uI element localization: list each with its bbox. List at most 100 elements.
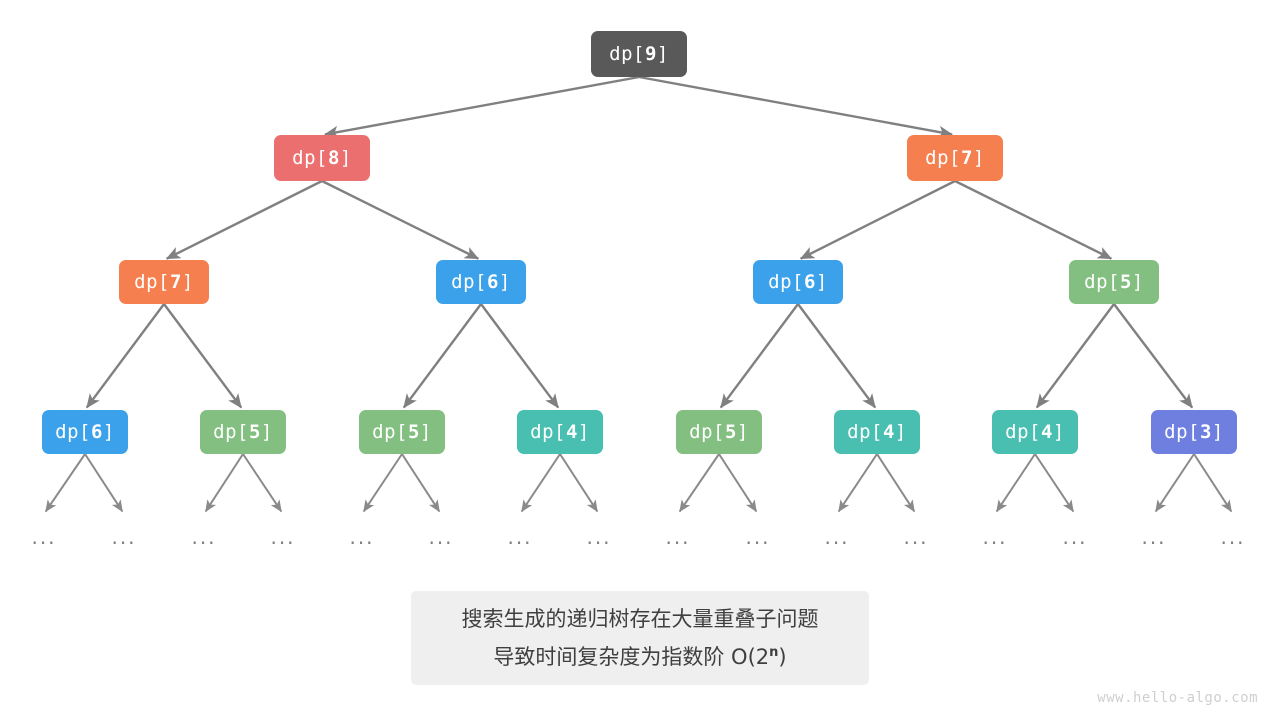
caption-line-1: 搜索生成的递归树存在大量重叠子问题 <box>461 607 819 631</box>
node-label-suffix: ] <box>1211 421 1224 443</box>
node-label-suffix: ] <box>894 421 907 443</box>
ellipsis-marker: ... <box>31 525 57 549</box>
tree-edge <box>480 303 560 409</box>
tree-node-dp5: dp[5] <box>359 410 445 454</box>
node-label-prefix: dp[ <box>530 421 566 443</box>
ellipsis-marker: ... <box>111 525 137 549</box>
node-label-value: 7 <box>960 147 973 169</box>
caption-box: 搜索生成的递归树存在大量重叠子问题 导致时间复杂度为指数阶 O(2n) <box>411 591 869 685</box>
node-label-value: 5 <box>1119 271 1132 293</box>
leaf-edge <box>837 453 878 513</box>
node-label-prefix: dp[ <box>213 421 249 443</box>
leaf-edge <box>1034 453 1075 513</box>
node-label-prefix: dp[ <box>372 421 408 443</box>
ellipsis-marker: ... <box>270 525 296 549</box>
node-label-suffix: ] <box>181 271 194 293</box>
node-label-prefix: dp[ <box>292 147 328 169</box>
node-label-value: 7 <box>169 271 182 293</box>
leaf-edge <box>242 453 283 513</box>
tree-edge <box>321 179 480 260</box>
node-label-value: 8 <box>327 147 340 169</box>
tree-node-dp5: dp[5] <box>1069 260 1159 304</box>
node-label-prefix: dp[ <box>689 421 725 443</box>
node-label-suffix: ] <box>260 421 273 443</box>
tree-node-dp4: dp[4] <box>992 410 1078 454</box>
node-label-prefix: dp[ <box>925 147 961 169</box>
tree-edge <box>638 75 953 139</box>
node-label-value: 4 <box>882 421 895 443</box>
tree-edge <box>85 303 165 409</box>
tree-node-dp3: dp[3] <box>1151 410 1237 454</box>
node-label-prefix: dp[ <box>768 271 804 293</box>
tree-node-dp7: dp[7] <box>119 260 209 304</box>
tree-edge <box>163 303 243 409</box>
node-label-value: 9 <box>644 43 657 65</box>
node-label-prefix: dp[ <box>1084 271 1120 293</box>
node-label-value: 6 <box>803 271 816 293</box>
tree-edge <box>799 179 956 260</box>
tree-edge <box>1113 303 1194 409</box>
tree-node-dp7: dp[7] <box>907 135 1003 181</box>
node-label-suffix: ] <box>339 147 352 169</box>
leaf-edge <box>44 453 86 513</box>
node-label-suffix: ] <box>1052 421 1065 443</box>
node-label-suffix: ] <box>102 421 115 443</box>
tree-edge <box>1035 303 1115 409</box>
ellipsis-marker: ... <box>745 525 771 549</box>
tree-node-dp8: dp[8] <box>274 135 370 181</box>
tree-node-dp5: dp[5] <box>200 410 286 454</box>
ellipsis-marker: ... <box>982 525 1008 549</box>
node-label-suffix: ] <box>815 271 828 293</box>
node-label-prefix: dp[ <box>609 43 645 65</box>
ellipsis-marker: ... <box>586 525 612 549</box>
tree-edge <box>324 75 640 139</box>
leaf-edge <box>401 453 441 513</box>
node-label-value: 5 <box>248 421 261 443</box>
node-label-suffix: ] <box>972 147 985 169</box>
tree-node-dp5: dp[5] <box>676 410 762 454</box>
caption-exponent: n <box>769 645 779 660</box>
leaf-edge <box>520 453 561 513</box>
leaf-edge <box>1154 453 1195 513</box>
leaf-edge <box>204 453 244 513</box>
ellipsis-marker: ... <box>824 525 850 549</box>
node-label-suffix: ] <box>1131 271 1144 293</box>
ellipsis-marker: ... <box>507 525 533 549</box>
node-label-prefix: dp[ <box>451 271 487 293</box>
node-label-value: 4 <box>565 421 578 443</box>
ellipsis-marker: ... <box>349 525 375 549</box>
leaf-edge <box>84 453 124 513</box>
ellipsis-marker: ... <box>191 525 217 549</box>
tree-edge <box>954 179 1113 260</box>
node-label-prefix: dp[ <box>1005 421 1041 443</box>
leaf-edge <box>678 453 720 513</box>
ellipsis-marker: ... <box>428 525 454 549</box>
caption-line-2-close: ) <box>778 645 787 669</box>
node-label-suffix: ] <box>656 43 669 65</box>
leaf-edge <box>995 453 1036 513</box>
leaf-edge <box>1193 453 1233 513</box>
tree-edges <box>85 75 1194 409</box>
tree-edge <box>719 303 799 409</box>
caption-line-2: 导致时间复杂度为指数阶 O(2n) <box>493 636 786 674</box>
node-label-suffix: ] <box>498 271 511 293</box>
ellipsis-marker: ... <box>903 525 929 549</box>
ellipsis-marker: ... <box>1141 525 1167 549</box>
tree-node-dp6: dp[6] <box>42 410 128 454</box>
tree-node-dp6: dp[6] <box>753 260 843 304</box>
node-label-prefix: dp[ <box>1164 421 1200 443</box>
node-label-value: 5 <box>724 421 737 443</box>
tree-edge <box>402 303 482 409</box>
tree-node-dp9: dp[9] <box>591 31 687 77</box>
leaf-edge <box>876 453 916 513</box>
node-label-value: 6 <box>90 421 103 443</box>
leaf-edge <box>718 453 758 513</box>
tree-node-dp6: dp[6] <box>436 260 526 304</box>
node-label-suffix: ] <box>577 421 590 443</box>
leaf-edges <box>44 453 1233 513</box>
leaf-edge <box>362 453 403 513</box>
node-label-value: 4 <box>1040 421 1053 443</box>
node-label-prefix: dp[ <box>134 271 170 293</box>
tree-node-dp4: dp[4] <box>834 410 920 454</box>
